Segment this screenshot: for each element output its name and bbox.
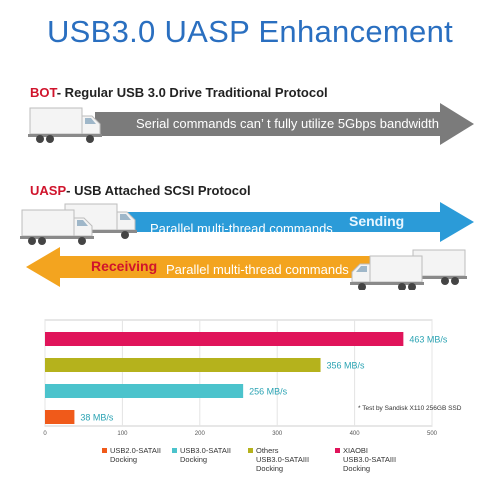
blue-arrow: [95, 202, 474, 242]
sending-text: Parallel multi-thread commands: [150, 221, 333, 236]
x-tick-label: 300: [272, 431, 283, 437]
gray-arrow: [95, 103, 474, 145]
legend-label: USB3.0-SATAIII: [343, 455, 397, 464]
bar: [45, 358, 321, 372]
legend-label: Docking: [343, 464, 371, 473]
legend-label: Docking: [256, 464, 284, 473]
bar-value-label: 463 MB/s: [409, 335, 448, 345]
legend-swatch: [172, 448, 177, 453]
sending-label: Sending: [349, 213, 405, 229]
receiving-text: Parallel multi-thread commands: [166, 262, 349, 277]
bot-diagram: [27, 103, 474, 145]
uasp-tag: UASP: [30, 183, 67, 198]
bot-heading: BOT- Regular USB 3.0 Drive Traditional P…: [30, 85, 328, 100]
test-note: * Test by Sandisk X110 256GB SSD: [358, 405, 462, 412]
sending-diagram: [19, 202, 474, 246]
speed-bar-chart: 0 100 200 300 400 500 463 MB/s 356 MB/s 256 MB/s…: [43, 319, 448, 437]
bar: [45, 410, 75, 424]
legend-swatch: [102, 448, 107, 453]
x-tick-label: 200: [195, 431, 206, 437]
x-tick-label: 400: [350, 431, 361, 437]
bar-value-label: 38 MB/s: [80, 413, 114, 423]
legend-label: USB3.0-SATAIII: [256, 455, 310, 464]
legend-label: Docking: [110, 455, 138, 464]
bar: [45, 332, 404, 346]
bot-arrow-text: Serial commands can’ t fully utilize 5Gb…: [136, 116, 439, 131]
receiving-label: Receiving: [91, 258, 158, 274]
page-title: USB3.0 UASP Enhancement: [46, 14, 454, 49]
x-tick-label: 100: [117, 431, 128, 437]
bot-tag: BOT: [30, 85, 57, 100]
truck-icon: [27, 107, 103, 144]
bar-value-label: 356 MB/s: [327, 361, 366, 371]
x-tick-label: 500: [427, 431, 438, 437]
legend-label: USB2.0-SATAII: [110, 446, 161, 455]
legend-label: Docking: [180, 455, 208, 464]
uasp-label: - USB Attached SCSI Protocol: [66, 183, 251, 198]
bot-label: - Regular USB 3.0 Drive Traditional Prot…: [56, 85, 328, 100]
receiving-diagram: [26, 247, 500, 290]
legend-swatch: [248, 448, 253, 453]
bar: [45, 384, 244, 398]
orange-arrow: [26, 247, 400, 287]
legend-swatch: [335, 448, 340, 453]
legend-label: XIAOBI: [343, 446, 369, 455]
x-tick-label: 0: [43, 431, 47, 437]
uasp-heading: UASP- USB Attached SCSI Protocol: [30, 183, 251, 198]
legend-label: USB3.0-SATAII: [180, 446, 231, 455]
legend-label: Others: [256, 446, 279, 455]
bar-value-label: 256 MB/s: [249, 387, 288, 397]
